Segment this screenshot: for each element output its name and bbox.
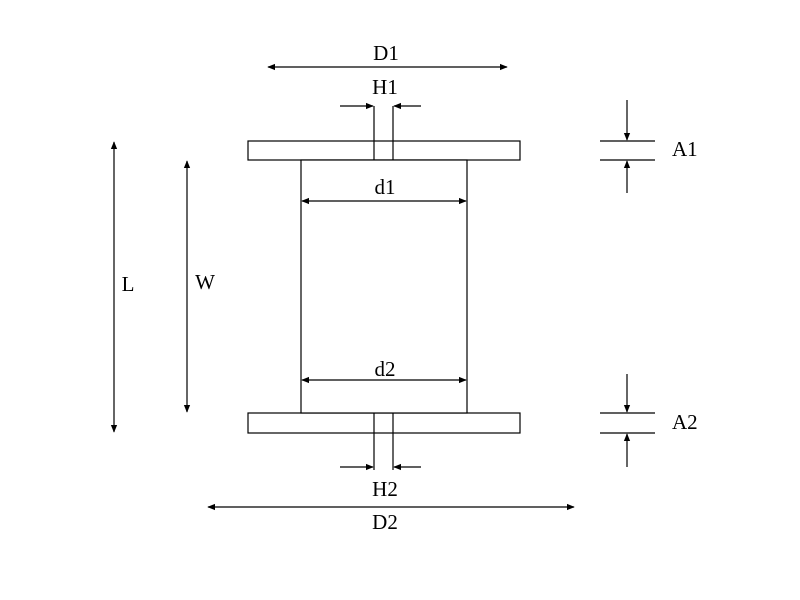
label-W: W	[195, 270, 215, 294]
a2-dimension	[600, 374, 655, 467]
bottom-hole-lines	[373, 413, 394, 470]
label-H2: H2	[372, 477, 398, 501]
label-d2: d2	[375, 357, 396, 381]
label-A1: A1	[672, 137, 698, 161]
label-L: L	[122, 272, 135, 296]
a1-dimension	[600, 100, 655, 193]
label-d1: d1	[375, 175, 396, 199]
top-hole-lines	[373, 106, 394, 160]
bottom-flange	[247, 412, 521, 434]
label-A2: A2	[672, 410, 698, 434]
top-flange	[247, 140, 521, 161]
label-D2: D2	[372, 510, 398, 534]
label-H1: H1	[372, 75, 398, 99]
label-D1: D1	[373, 41, 399, 65]
